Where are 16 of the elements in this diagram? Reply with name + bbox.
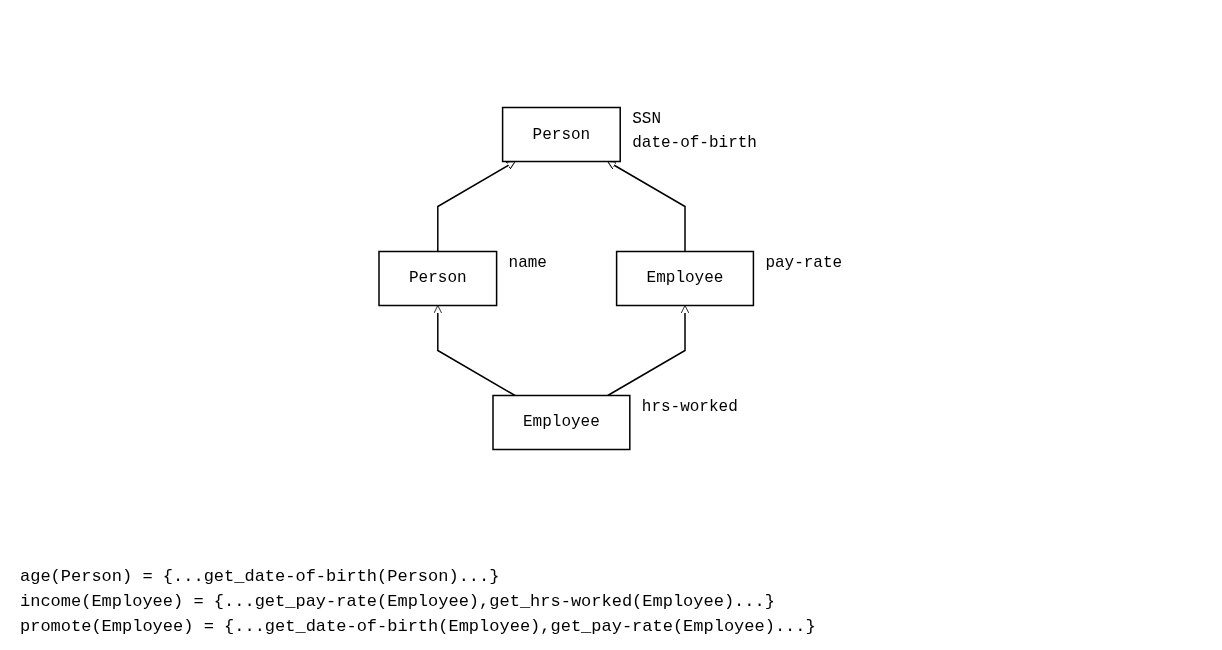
arrow	[607, 305, 690, 397]
formula-text: promote(Employee) = {...get_date-of-birth(Employee),get_pay-rate(Employee)...}	[20, 617, 817, 636]
arrow	[607, 161, 687, 253]
arrow	[437, 161, 516, 253]
attribute-text: SSN	[632, 110, 662, 129]
attribute-text: hrs-worked	[642, 398, 739, 417]
node-box: Employee	[616, 250, 755, 307]
formula-text: age(Person) = {...get_date-of-birth(Person)...}	[20, 567, 501, 586]
attribute-text: date-of-birth	[632, 134, 758, 153]
node-box: Person	[378, 250, 498, 307]
node-box: Employee	[492, 394, 631, 451]
formula-text: income(Employee) = {...get_pay-rate(Employee),get_hrs-worked(Employee)...}	[20, 592, 776, 611]
attribute-text: name	[509, 254, 548, 273]
attribute-text: pay-rate	[765, 254, 843, 273]
arrow	[433, 305, 517, 397]
node-box: Person	[502, 106, 622, 163]
